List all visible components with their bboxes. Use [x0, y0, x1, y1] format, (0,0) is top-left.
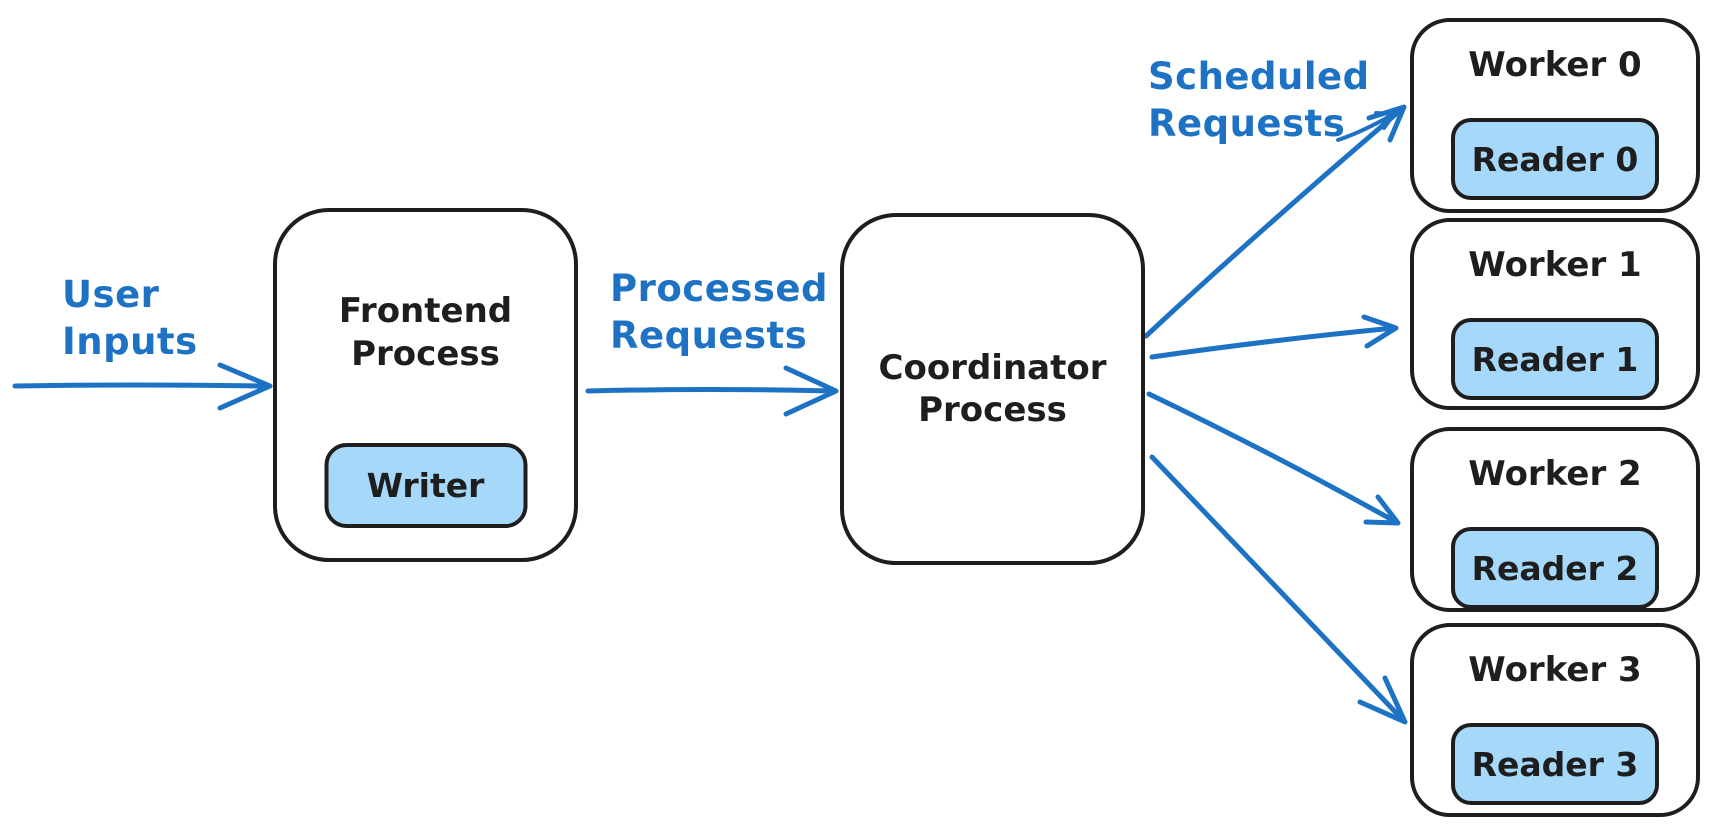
reader-3-box: Reader 3 — [1451, 723, 1659, 805]
coordinator-to-worker-1-arrow — [1149, 314, 1399, 360]
worker-1-label: Worker 1 — [1468, 245, 1642, 285]
coordinator-to-worker-3-arrow — [1149, 454, 1408, 725]
scheduled-requests-leader-arrow — [1336, 111, 1396, 142]
reader-2-label: Reader 2 — [1471, 548, 1639, 588]
reader-3-label: Reader 3 — [1471, 744, 1639, 784]
coordinator-process-box: Coordinator Process — [840, 213, 1145, 565]
worker-0-box: Worker 0 Reader 0 — [1410, 18, 1700, 213]
scheduled-requests-label: Scheduled Requests — [1148, 55, 1370, 145]
coordinator-process-label: Coordinator Process — [878, 347, 1107, 431]
writer-box: Writer — [324, 443, 527, 528]
user-inputs-arrow — [12, 362, 273, 411]
worker-3-label: Worker 3 — [1468, 650, 1642, 690]
frontend-process-box: Frontend Process Writer — [273, 208, 578, 562]
reader-0-box: Reader 0 — [1451, 118, 1659, 200]
reader-1-box: Reader 1 — [1451, 318, 1659, 400]
reader-1-label: Reader 1 — [1471, 339, 1639, 379]
coordinator-to-worker-2-arrow — [1146, 391, 1401, 526]
processed-requests-arrow — [585, 365, 839, 417]
worker-3-box: Worker 3 Reader 3 — [1410, 623, 1700, 817]
processed-requests-label: Processed Requests — [610, 267, 828, 357]
writer-label: Writer — [366, 466, 485, 505]
reader-2-box: Reader 2 — [1451, 527, 1659, 609]
reader-0-label: Reader 0 — [1471, 139, 1639, 179]
user-inputs-label: User Inputs — [62, 273, 198, 363]
worker-1-box: Worker 1 Reader 1 — [1410, 218, 1700, 410]
worker-2-label: Worker 2 — [1468, 454, 1642, 494]
worker-0-label: Worker 0 — [1468, 45, 1642, 85]
worker-2-box: Worker 2 Reader 2 — [1410, 427, 1700, 612]
frontend-process-label: Frontend Process — [338, 291, 513, 374]
